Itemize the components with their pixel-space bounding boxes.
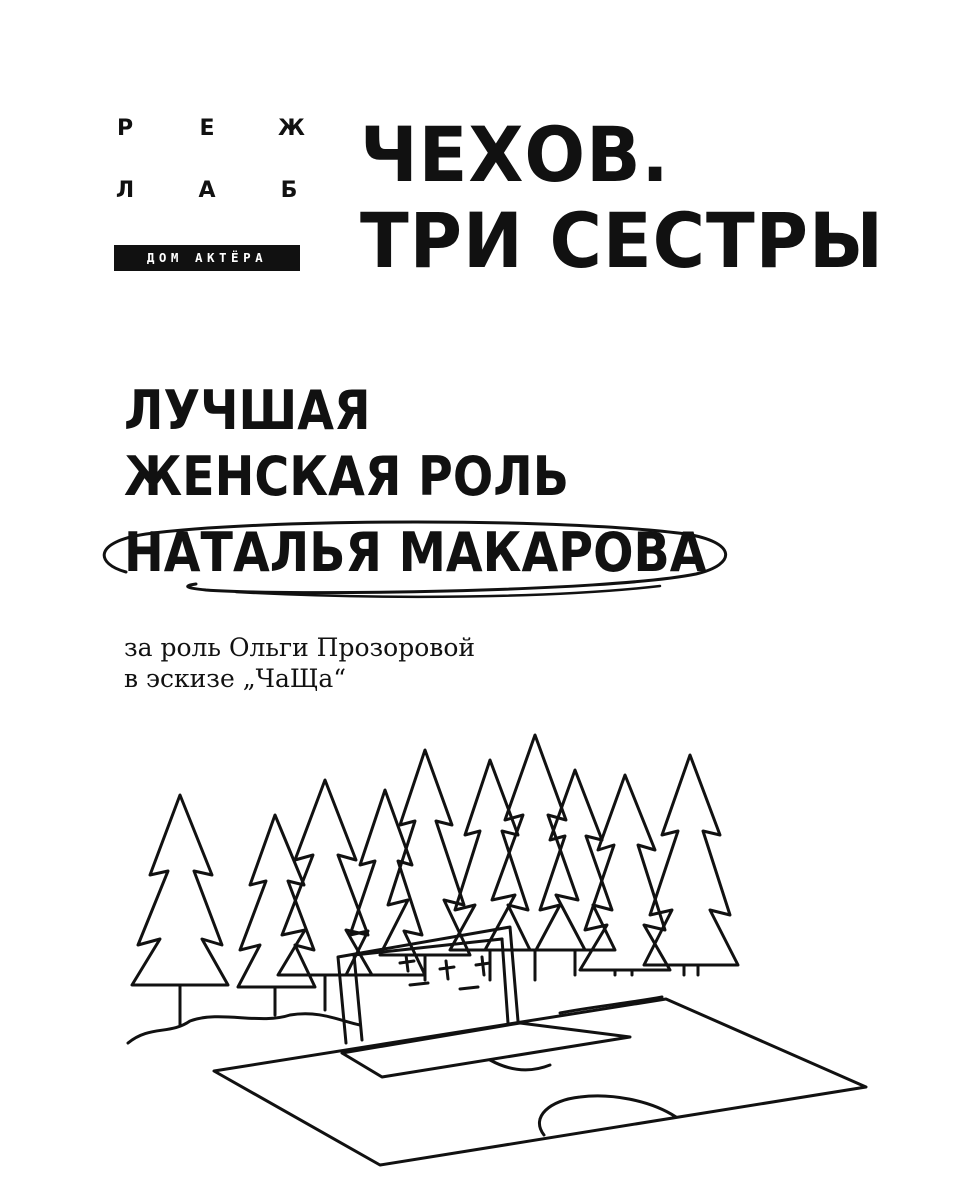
tree-icon bbox=[642, 753, 740, 977]
tree-icon bbox=[378, 748, 472, 982]
logo-letter: Р bbox=[116, 116, 134, 141]
forest-football-field-icon bbox=[126, 733, 868, 1167]
tree-icon bbox=[578, 773, 672, 977]
title-line-2: ТРИ СЕСТРЫ bbox=[360, 196, 884, 285]
tree-icon bbox=[276, 778, 374, 1012]
logo-letter: Ж bbox=[278, 116, 305, 141]
logo-badge: ДОМ АКТЁРА bbox=[114, 245, 300, 271]
award-category: ЛУЧШАЯ ЖЕНСКАЯ РОЛЬ bbox=[124, 378, 569, 510]
logo-letter: Е bbox=[199, 116, 215, 141]
logo-letter: Л bbox=[115, 178, 135, 203]
tree-icon bbox=[534, 768, 617, 977]
description-line-2: в эскизе „ЧаЩа“ bbox=[124, 664, 347, 693]
award-line-1: ЛУЧШАЯ bbox=[124, 379, 371, 442]
winner-name: НАТАЛЬЯ МАКАРОВА bbox=[124, 521, 707, 584]
page-title: ЧЕХОВ. ТРИ СЕСТРЫ bbox=[360, 112, 884, 284]
rezhlab-logo: Р Е Ж Л А Б ДОМ АКТЁРА bbox=[114, 112, 305, 272]
award-description: за роль Ольги Прозоровой в эскизе „ЧаЩа“ bbox=[124, 632, 475, 694]
logo-row-2: Л А Б bbox=[114, 180, 300, 202]
tree-icon bbox=[448, 758, 532, 982]
tree-icon bbox=[483, 733, 587, 982]
tree-icon bbox=[130, 793, 230, 1027]
tree-icon bbox=[236, 813, 317, 1017]
description-line-1: за роль Ольги Прозоровой bbox=[124, 633, 476, 662]
title-line-1: ЧЕХОВ. bbox=[360, 110, 670, 199]
goal-icon bbox=[336, 925, 520, 1045]
logo-letter: А bbox=[198, 178, 216, 203]
logo-letter: Б bbox=[280, 178, 298, 203]
football-field bbox=[212, 997, 868, 1167]
logo-row-1: Р Е Ж bbox=[114, 116, 305, 141]
highlight-ellipse bbox=[102, 520, 728, 599]
tree-icon bbox=[344, 788, 427, 977]
award-line-2: ЖЕНСКАЯ РОЛЬ bbox=[124, 445, 569, 508]
